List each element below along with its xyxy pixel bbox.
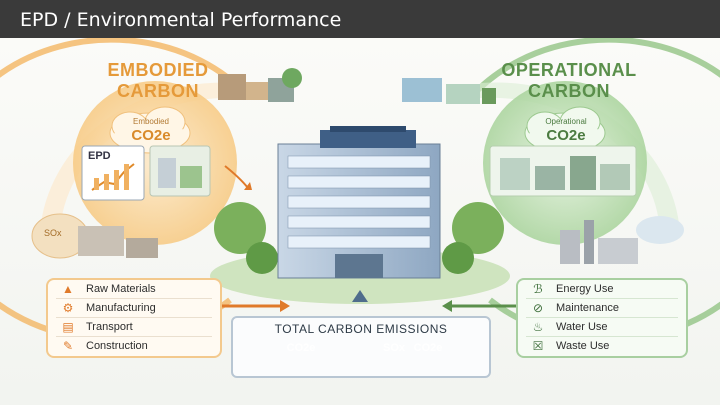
waste-facility-image [560, 216, 684, 264]
embodied-cloud-value: CO2e [131, 127, 171, 144]
diagram-canvas: EMBODIED CARBON OPERATIONAL CARBON Embod… [0, 38, 720, 405]
manufacturing-icon: ⚙ [62, 301, 74, 315]
embodied-cloud-label: Embodied [132, 117, 170, 126]
list-item-maintenance: ⊘ Maintenance [518, 299, 686, 317]
operational-cloud-value: CO2e [546, 127, 586, 144]
raw-materials-icon: ▲ [62, 282, 74, 296]
page-title: EPD / Environmental Performance [20, 9, 342, 31]
green-cloud-co2-label: CO2e [413, 342, 443, 354]
list-item-raw-materials: ▲ Raw Materials [48, 280, 220, 298]
center-arrow-head [352, 290, 368, 302]
total-carbon-emissions-box: TOTAL CARBON EMISSIONS [231, 316, 491, 378]
orange-cloud-label: CO2e [286, 342, 316, 354]
list-item-transport: ▤ Transport [48, 318, 220, 336]
embodied-materials-image [149, 145, 211, 197]
energy-use-icon: ℬ [533, 282, 543, 296]
list-item-energy-use: ℬ Energy Use [518, 280, 686, 298]
operational-solar-image [402, 78, 496, 104]
epd-document-label: EPD [88, 150, 111, 162]
green-cloud-sox-label: SOx [382, 342, 405, 354]
title-bar: EPD / Environmental Performance [0, 0, 720, 38]
operational-cloud-icon [524, 106, 606, 154]
right-arrow-head [442, 300, 452, 312]
water-use-icon: ♨ [532, 320, 544, 334]
embodied-carbon-heading: EMBODIED CARBON [107, 60, 209, 101]
materials-crates-image [218, 68, 302, 102]
central-building-image [210, 126, 510, 304]
maintenance-icon: ⊘ [532, 301, 544, 315]
diagram-illustration [0, 38, 720, 363]
list-item-waste-use: ☒ Waste Use [518, 337, 686, 355]
waste-use-icon: ☒ [532, 339, 544, 353]
total-carbon-emissions-label: TOTAL CARBON EMISSIONS [274, 322, 448, 336]
operational-facility-image [489, 145, 637, 197]
operational-cloud-label: Operational [545, 117, 587, 126]
list-item-manufacturing: ⚙ Manufacturing [48, 299, 220, 317]
list-item-construction: ✎ Construction [48, 337, 220, 355]
embodied-arrow [224, 165, 249, 189]
epd-document-icon [81, 145, 145, 201]
operational-carbon-heading: OPERATIONAL CARBON [501, 60, 637, 101]
transport-icon: ▤ [62, 320, 74, 334]
list-item-water-use: ♨ Water Use [518, 318, 686, 336]
left-arrow-head [280, 300, 290, 312]
sox-label: SOx [44, 228, 62, 238]
embodied-sources-list: ▲ Raw Materials ⚙ Manufacturing ▤ Transp… [46, 278, 222, 358]
embodied-cloud-icon [109, 106, 191, 154]
sox-materials-image [31, 213, 158, 259]
construction-icon: ✎ [62, 339, 74, 353]
operational-sources-list: ℬ Energy Use ⊘ Maintenance ♨ Water Use ☒… [516, 278, 688, 358]
